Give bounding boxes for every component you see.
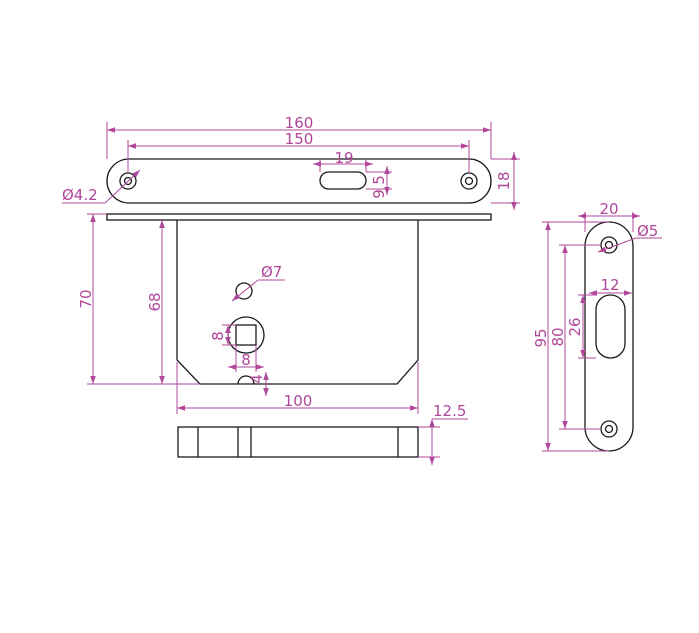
faceplate xyxy=(106,158,492,204)
dimensions: 160 150 19 5 9 18 Ø4.2 70 68 xyxy=(62,114,662,465)
strike-plate-outline xyxy=(584,221,634,452)
dim-label-spindle-height: 8 xyxy=(209,331,227,341)
dim-label-strike-width: 20 xyxy=(599,200,618,218)
faceplate-slot xyxy=(319,171,367,190)
dim-label-hole-diameter: Ø4.2 xyxy=(62,186,98,204)
dim-label-150: 150 xyxy=(285,130,314,148)
dim-label-12-5: 12.5 xyxy=(433,402,466,420)
faceplate-hole-left-inner xyxy=(123,176,133,186)
dim-label-18: 18 xyxy=(495,171,513,190)
dim-label-100: 100 xyxy=(284,392,313,410)
strike-hole-bottom xyxy=(600,420,618,438)
dim-label-strike-length: 95 xyxy=(532,328,550,347)
dim-label-strike-hole: Ø5 xyxy=(637,222,658,240)
dim-label-strike-hole-spacing: 80 xyxy=(549,327,567,346)
strike-hole-bottom-inner xyxy=(604,424,614,434)
dim-label-70: 70 xyxy=(77,289,95,308)
dim-label-spindle-width: 8 xyxy=(241,351,251,369)
strike-hole-top-inner xyxy=(604,240,614,250)
lock-small-hole xyxy=(235,282,253,300)
strike-plate xyxy=(584,221,634,452)
strike-hole-top xyxy=(600,236,618,254)
dim-label-9: 9 xyxy=(370,189,388,199)
lock-bottom-notch xyxy=(237,375,255,385)
lock-spindle-square xyxy=(235,324,257,346)
side-view xyxy=(177,426,419,458)
lock-spindle-hub xyxy=(227,316,265,354)
dim-label-strike-slot-width: 12 xyxy=(600,276,619,294)
side-view-outline xyxy=(177,426,419,458)
faceplate-outline xyxy=(106,158,492,204)
faceplate-hole-right xyxy=(460,172,478,190)
strike-slot xyxy=(595,294,626,359)
dim-label-small-hole: Ø7 xyxy=(261,263,282,281)
faceplate-hole-right-inner xyxy=(464,176,474,186)
dim-label-160: 160 xyxy=(285,114,314,132)
lock-body xyxy=(176,220,419,385)
dim-label-bottom-offset: 4 xyxy=(248,374,266,384)
dim-label-68: 68 xyxy=(146,292,164,311)
flange-bar xyxy=(106,213,492,221)
dim-label-19: 19 xyxy=(334,149,353,167)
dim-label-5: 5 xyxy=(370,175,388,185)
lock-body-outline xyxy=(176,220,419,385)
dim-label-strike-slot-height: 26 xyxy=(566,317,584,336)
